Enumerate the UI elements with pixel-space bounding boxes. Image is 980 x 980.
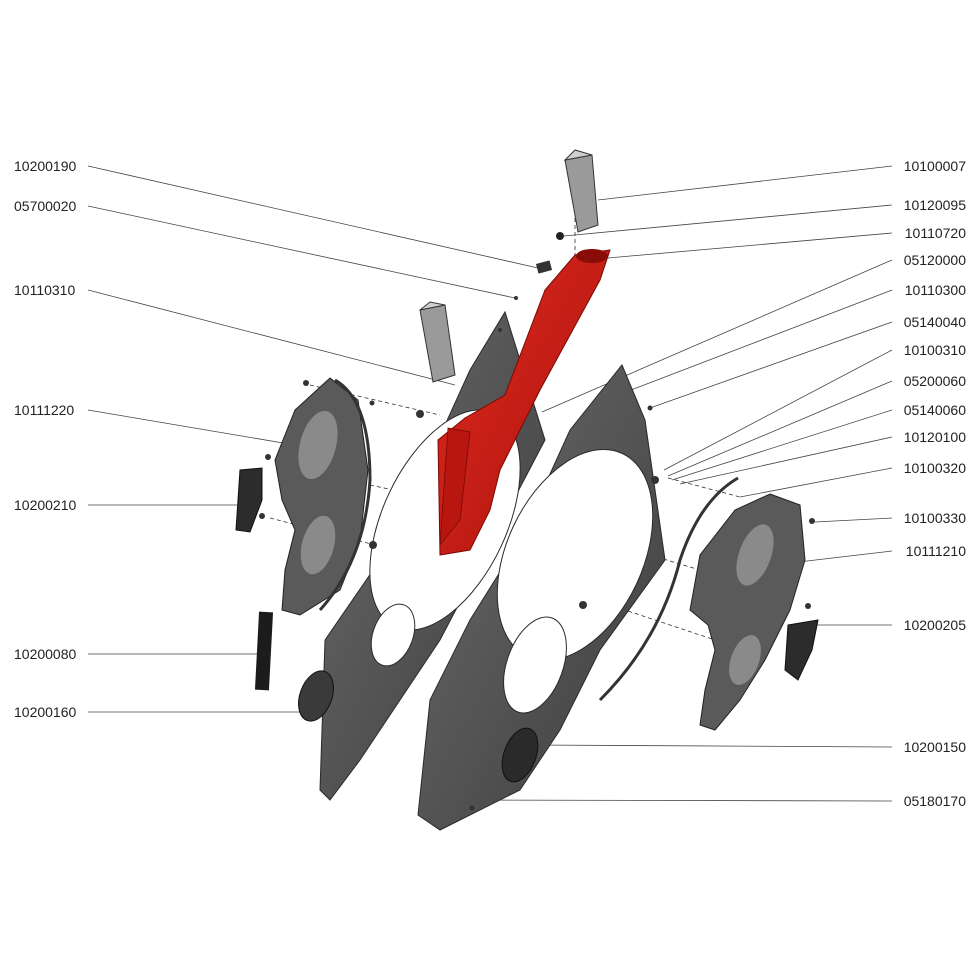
part-label: 05180170 (903, 793, 966, 809)
part-label: 05200060 (903, 373, 966, 389)
part-label: 10200190 (14, 158, 77, 174)
front-frame-plate (417, 364, 666, 831)
part-label: 10110310 (14, 282, 76, 298)
part-label: 05140060 (903, 402, 966, 418)
upright-tube-left (419, 301, 456, 383)
part-label: 10200210 (14, 497, 77, 513)
part-label: 10200205 (903, 617, 966, 633)
grip-strip (254, 611, 274, 691)
part-label: 10200160 (14, 704, 77, 720)
part-label: 05140040 (903, 314, 966, 330)
part-label: 10100007 (903, 158, 966, 174)
right-latch (784, 619, 819, 681)
part-label: 10200080 (14, 646, 77, 662)
part-label: 10120100 (903, 429, 966, 445)
part-label: 10110300 (904, 282, 966, 298)
part-label: 05700020 (14, 198, 77, 214)
upright-tube-top (556, 149, 599, 240)
part-label: 10110720 (904, 225, 966, 241)
main-beam-highlighted (437, 249, 611, 556)
small-bracket (535, 260, 553, 274)
part-label: 10120095 (903, 197, 966, 213)
part-label: 10111220 (14, 402, 75, 418)
right-cover (598, 476, 806, 731)
fasteners (259, 296, 815, 811)
part-label: 10111210 (905, 543, 966, 559)
part-label: 10200150 (903, 739, 966, 755)
part-label: 05120000 (903, 252, 966, 268)
part-label: 10100310 (903, 342, 966, 358)
part-label: 10100320 (903, 460, 966, 476)
part-label: 10100330 (903, 510, 966, 526)
front-disc (501, 727, 539, 783)
left-cover (274, 377, 372, 616)
left-latch (235, 467, 263, 533)
leader-lines (87, 165, 893, 802)
left-disc (298, 670, 334, 722)
